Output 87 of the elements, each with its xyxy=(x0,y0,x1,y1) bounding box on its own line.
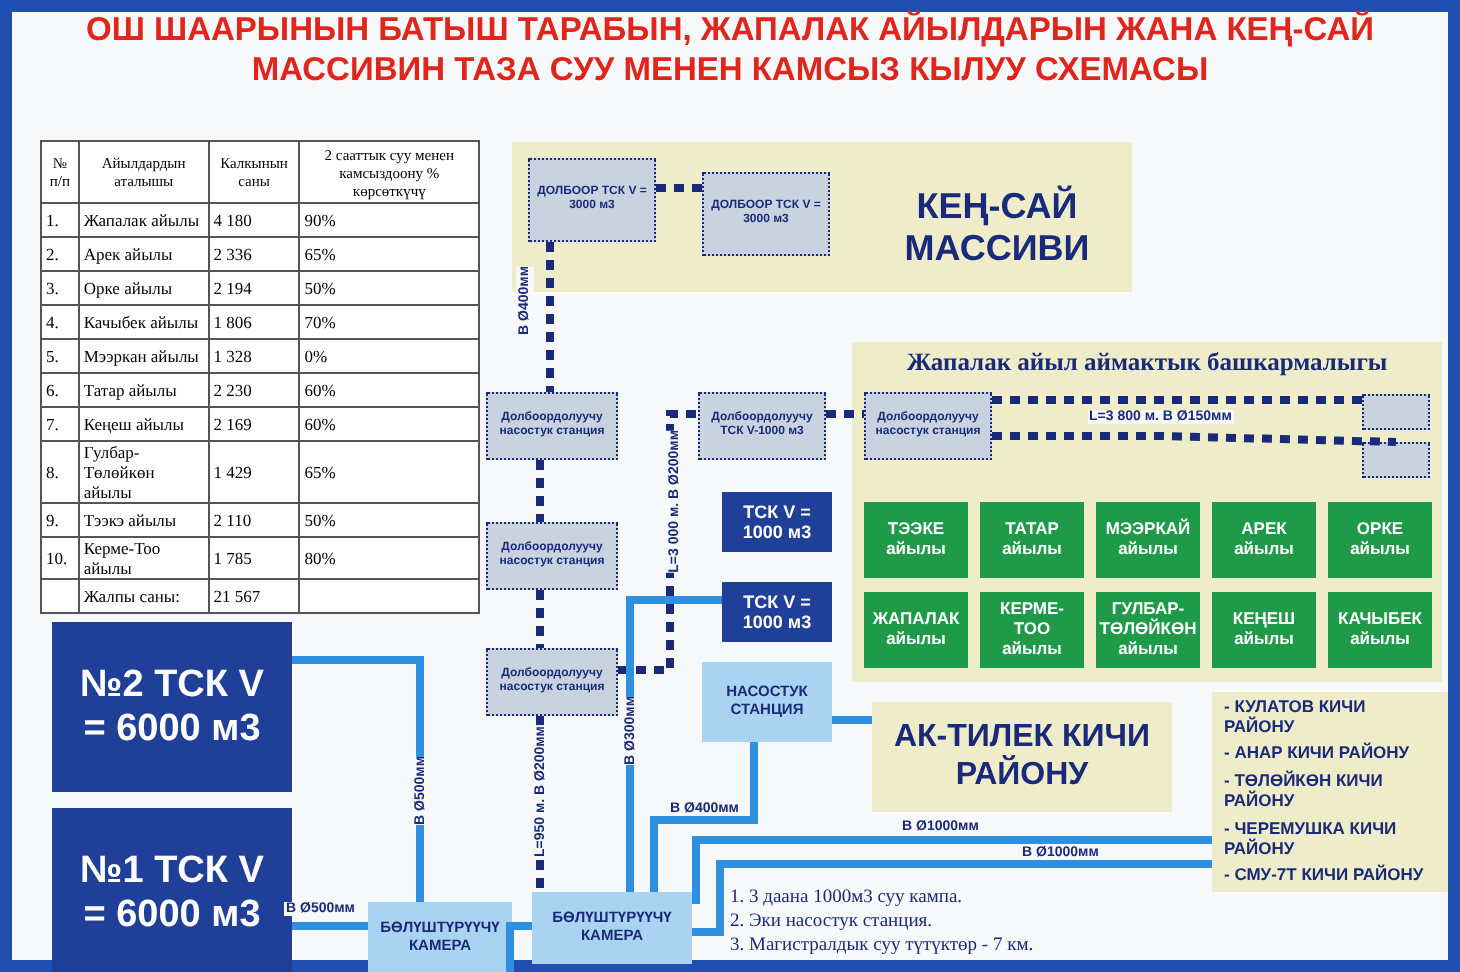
planned-facility-box xyxy=(1362,394,1430,430)
table-cell: 65% xyxy=(299,441,479,503)
table-cell: 1 806 xyxy=(208,305,300,339)
pipe-line xyxy=(536,590,544,648)
table-cell: 0% xyxy=(299,339,479,373)
table-cell: 4. xyxy=(41,305,79,339)
table-cell: 2 169 xyxy=(208,407,300,441)
pipe-line xyxy=(832,716,872,724)
table-cell: Качыбек айылы xyxy=(78,305,209,339)
pipe-line xyxy=(992,396,1362,404)
reservoir-box: ТСК V = 1000 м3 xyxy=(722,492,832,552)
reservoir-box: ТСК V = 1000 м3 xyxy=(722,582,832,642)
table-cell: Жапалак айылы xyxy=(78,203,209,237)
pipe-line xyxy=(618,410,698,674)
district-list-item: - КУЛАТОВ КИЧИ РАЙОНУ xyxy=(1224,697,1368,737)
village-box: ГУЛБАР-ТӨЛӨЙКӨН айылы xyxy=(1096,592,1200,668)
table-cell: 8. xyxy=(41,441,79,503)
district-list-panel xyxy=(1212,692,1448,892)
pipe-line xyxy=(692,860,1212,936)
table-cell: 2. xyxy=(41,237,79,271)
pipe-line xyxy=(506,922,532,972)
table-cell: Кеңеш айылы xyxy=(78,407,209,441)
poster-title: ОШ ШААРЫНЫН БАТЫШ ТАРАБЫН, ЖАПАЛАК АЙЫЛДАРЫН ЖАНА КЕҢ-САЙ МАССИВИН ТАЗА СУУ МЕНЕН КАМСЫЗ КЫЛУУ СХЕМАСЫ xyxy=(84,12,1376,92)
table-cell: 80% xyxy=(299,537,479,579)
pipe-line xyxy=(292,656,424,902)
table-cell: Тээкэ айылы xyxy=(78,503,209,537)
village-box: КАЧЫБЕК айылы xyxy=(1328,592,1432,668)
table-cell: Керме-Тоо айылы xyxy=(78,537,209,579)
table-cell: 65% xyxy=(299,237,479,271)
table-cell: 70% xyxy=(299,305,479,339)
district-list-item: - СМУ-7Т КИЧИ РАЙОНУ xyxy=(1224,866,1424,887)
pipe-line xyxy=(656,184,702,192)
table-cell: 7. xyxy=(41,407,79,441)
table-cell: 50% xyxy=(299,503,479,537)
planned-facility-box xyxy=(1362,442,1430,478)
district-list-item: - ТӨЛӨЙКӨН КИЧИ РАЙОНУ xyxy=(1224,772,1385,812)
pipe-line xyxy=(546,242,554,392)
table-cell: Гулбар-Төлөйкөн айылы xyxy=(78,441,209,503)
table-cell: 4 180 xyxy=(208,203,300,237)
table-cell: 9. xyxy=(41,503,79,537)
table-cell: Арек айылы xyxy=(78,237,209,271)
village-box: ТЭЭКЕ айылы xyxy=(864,502,968,578)
table-cell: 3. xyxy=(41,271,79,305)
pipe-line xyxy=(626,596,722,892)
village-box: АРЕК айылы xyxy=(1212,502,1316,578)
table-cell: Татар айылы xyxy=(78,373,209,407)
region-title: Жапалак айыл аймактык башкармалыгы xyxy=(904,348,1390,377)
table-cell: 1 785 xyxy=(208,537,300,579)
table-cell: 60% xyxy=(299,373,479,407)
table-cell: Орке айылы xyxy=(78,271,209,305)
village-box: МЭЭРКАЙ айылы xyxy=(1096,502,1200,578)
table-cell: 2 194 xyxy=(208,271,300,305)
table-cell: 21 567 xyxy=(208,579,300,613)
table-cell: 2 110 xyxy=(208,503,300,537)
pipe-line xyxy=(992,432,1397,446)
village-box: ТАТАР айылы xyxy=(980,502,1084,578)
village-box: КЕҢЕШ айылы xyxy=(1212,592,1316,668)
pipe-line xyxy=(650,742,758,892)
village-box: КЕРМЕ-ТОО айылы xyxy=(980,592,1084,668)
village-box: ЖАПАЛАК айылы xyxy=(864,592,968,668)
pipe-line xyxy=(536,460,544,522)
table-cell: 2 230 xyxy=(208,373,300,407)
table-cell: 1. xyxy=(41,203,79,237)
table-cell: Жалпы саны: xyxy=(78,579,209,613)
district-list-item: - АНАР КИЧИ РАЙОНУ xyxy=(1224,744,1410,765)
reservoir-box: №2 ТСК V = 6000 м3 xyxy=(52,622,292,792)
region-band xyxy=(852,342,1442,682)
table-cell: 5. xyxy=(41,339,79,373)
region-title: КЕҢ-САЙ МАССИВИ xyxy=(902,186,1092,269)
pipe-line xyxy=(690,836,1212,904)
note-text: 3. Магистралдык суу түтүктөр - 7 км. xyxy=(730,936,1034,956)
note-text: 1. 3 даана 1000м3 суу кампа. xyxy=(730,888,963,908)
district-box: АК-ТИЛЕК КИЧИ РАЙОНУ xyxy=(872,702,1172,812)
table-cell: Мээркан айылы xyxy=(78,339,209,373)
table-cell: 90% xyxy=(299,203,479,237)
table-cell: 60% xyxy=(299,407,479,441)
table-cell: 1 429 xyxy=(208,441,300,503)
note-text: 2. Эки насостук станция. xyxy=(730,912,933,932)
table-cell: 1 328 xyxy=(208,339,300,373)
table-cell: 50% xyxy=(299,271,479,305)
table-cell: 10. xyxy=(41,537,79,579)
district-list-item: - ЧЕРЕМУШКА КИЧИ РАЙОНУ xyxy=(1224,819,1399,859)
pipe-line xyxy=(292,922,368,930)
table-cell: 2 336 xyxy=(208,237,300,271)
village-box: ОРКЕ айылы xyxy=(1328,502,1432,578)
table-cell: 6. xyxy=(41,373,79,407)
pipe-line xyxy=(826,410,864,418)
